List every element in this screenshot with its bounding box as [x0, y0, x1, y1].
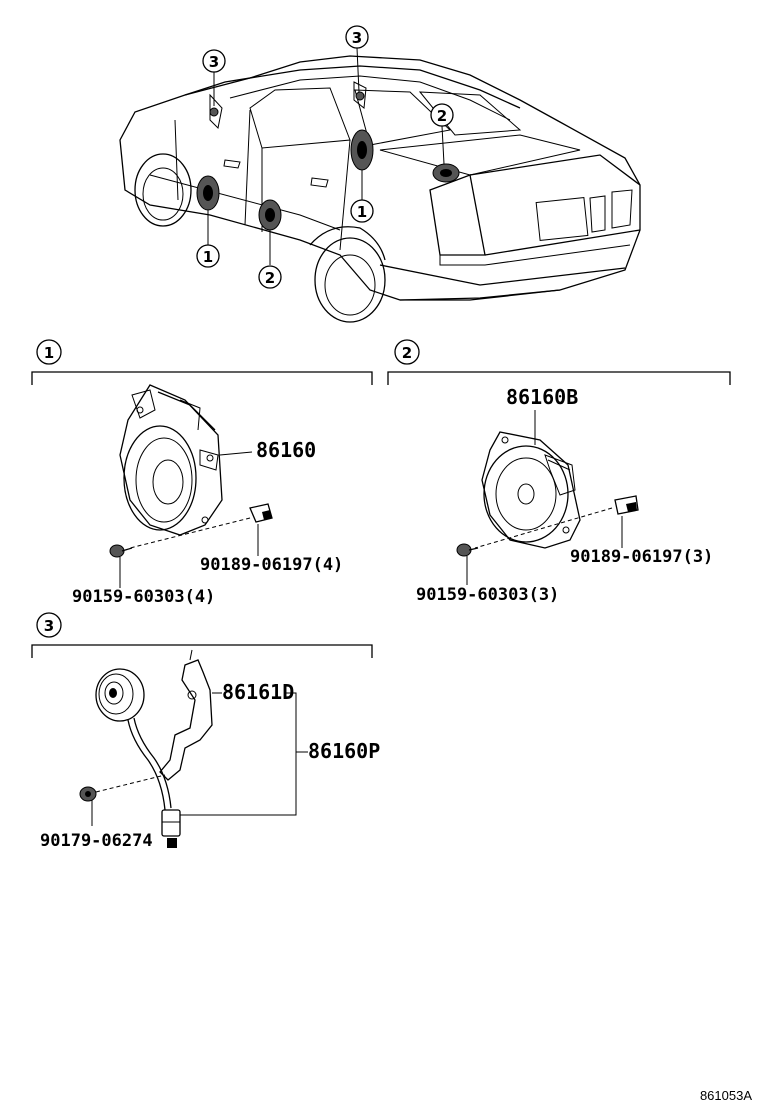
section-2: 2 86160B 90189-06197(3) 90159-	[387, 339, 731, 605]
part-number-86161D: 86161D	[222, 680, 294, 704]
callout-circle	[350, 199, 374, 223]
screw-icon	[456, 543, 479, 557]
diagram-code: 861053A	[700, 1088, 752, 1103]
section-3-number: 3	[44, 617, 54, 635]
assembly-bracket-line	[180, 692, 297, 816]
speaker-86160B	[481, 431, 581, 549]
nut-icon	[79, 786, 97, 802]
clip-icon	[614, 495, 639, 515]
callout-1-front: 1	[196, 244, 220, 268]
part-number-clip-1: 90189-06197(4)	[200, 555, 343, 575]
part-number-86160P: 86160P	[308, 739, 380, 763]
section-1-number: 1	[44, 344, 54, 362]
part-number-screw-2: 90159-60303(3)	[416, 585, 559, 605]
callout-number: 1	[203, 248, 213, 266]
clip-icon	[249, 503, 273, 523]
connector-icon	[161, 809, 181, 848]
callout-circle	[345, 25, 369, 49]
speaker-86160	[119, 384, 223, 536]
bracket-icon	[159, 649, 213, 781]
section-3-circle	[36, 612, 62, 638]
callout-2-rear-door: 2	[258, 265, 282, 289]
car-overview-illustration	[119, 47, 641, 323]
callout-1-rear: 1	[350, 199, 374, 223]
callout-number: 1	[357, 203, 367, 221]
screw-icon	[109, 544, 133, 558]
part-number-screw-1: 90159-60303(4)	[72, 587, 215, 607]
section-1-bracket	[31, 371, 373, 385]
section-3-bracket	[31, 644, 373, 658]
part-number-86160B: 86160B	[506, 385, 578, 409]
part-number-clip-2: 90189-06197(3)	[570, 547, 713, 567]
callout-2-shelf: 2	[430, 103, 454, 127]
section-2-circle	[394, 339, 420, 365]
callout-circle	[202, 49, 226, 73]
section-1: 1 86160 90189-06197(4)	[31, 339, 373, 607]
section-2-number: 2	[402, 344, 412, 362]
callout-number: 3	[209, 53, 219, 71]
callout-circle	[258, 265, 282, 289]
tweeter-icon	[95, 668, 172, 811]
callout-number: 3	[352, 29, 362, 47]
callout-circle	[196, 244, 220, 268]
part-number-nut: 90179-06274	[40, 831, 153, 851]
section-1-circle	[36, 339, 62, 365]
callout-3-rear: 3	[345, 25, 369, 49]
section-3: 3 86161D 86160P	[31, 612, 380, 851]
part-number-86160: 86160	[256, 438, 316, 462]
callout-circle	[430, 103, 454, 127]
callout-number: 2	[265, 269, 275, 287]
callout-3-front: 3	[202, 49, 226, 73]
callout-number: 2	[437, 107, 447, 125]
section-2-bracket	[387, 371, 731, 385]
